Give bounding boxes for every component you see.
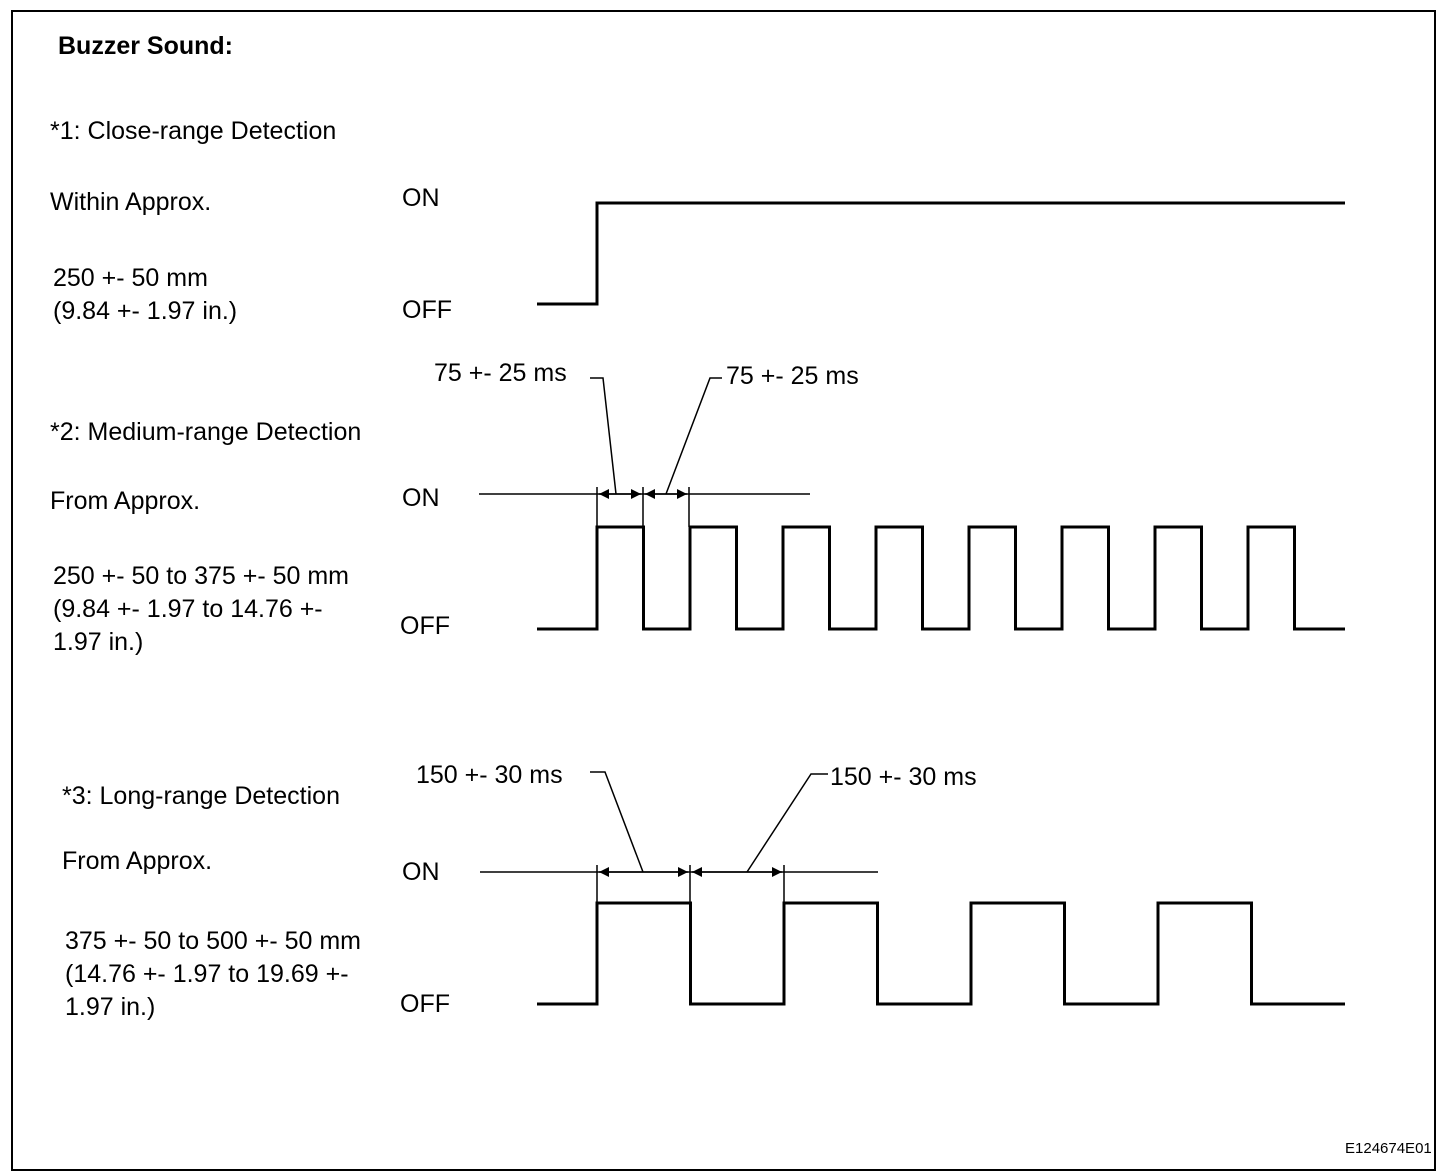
section2-timing-markers [479,377,810,527]
section2-range-line4: 1.97 in.) [53,628,144,656]
diagram-title: Buzzer Sound: [58,32,233,60]
section3-off-label: OFF [400,990,450,1018]
section3-range-line1: From Approx. [62,847,213,875]
section2-range-line3: (9.84 +- 1.97 to 14.76 +- [53,595,323,623]
section2-heading: *2: Medium-range Detection [50,418,362,446]
section3-off-time-label: 150 +- 30 ms [830,763,977,791]
section1-range-line3: (9.84 +- 1.97 in.) [53,297,238,325]
section3-on-label: ON [402,858,440,886]
section2-on-time-label: 75 +- 25 ms [434,359,567,387]
section2-off-label: OFF [400,612,450,640]
figure-code: E124674E01 [1345,1140,1432,1157]
section1-waveform [537,201,1345,306]
section3-range-line2: 375 +- 50 to 500 +- 50 mm [65,927,362,955]
section1-heading: *1: Close-range Detection [50,117,337,145]
diagram-frame [11,10,1436,1171]
section3-waveform [537,901,1345,1006]
section3-heading: *3: Long-range Detection [62,782,340,810]
section2-range-line2: 250 +- 50 to 375 +- 50 mm [53,562,350,590]
section1-on-label: ON [402,184,440,212]
section1-range-line2: 250 +- 50 mm [53,264,208,292]
section2-waveform [537,525,1345,631]
section3-range-line3: (14.76 +- 1.97 to 19.69 +- [65,960,349,988]
section1-off-label: OFF [402,296,452,324]
section2-range-line1: From Approx. [50,487,201,515]
section2-on-label: ON [402,484,440,512]
section3-timing-markers [480,771,878,903]
section3-range-line4: 1.97 in.) [65,993,156,1021]
section1-range-line1: Within Approx. [50,188,212,216]
section3-on-time-label: 150 +- 30 ms [416,761,563,789]
section2-off-time-label: 75 +- 25 ms [726,362,859,390]
